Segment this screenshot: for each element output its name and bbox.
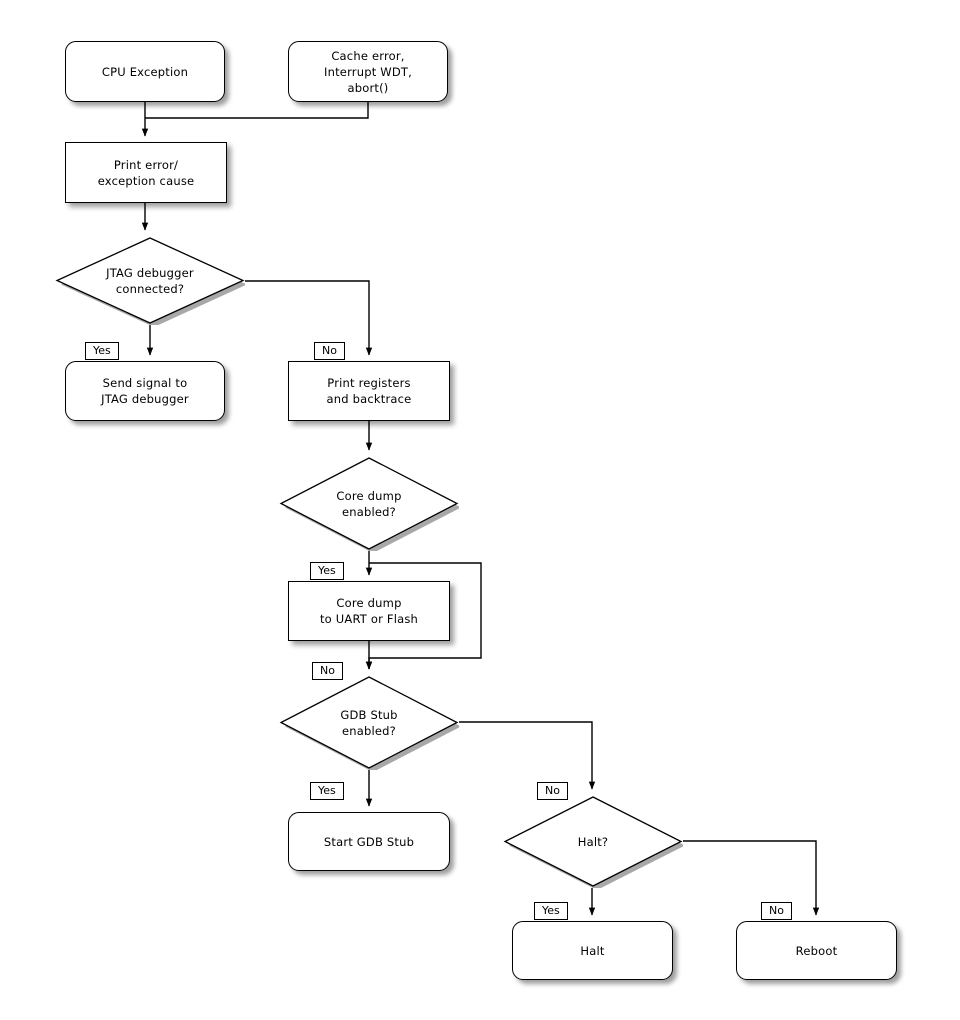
- node-label-coredump_en: Core dump enabled?: [336, 488, 402, 519]
- node-label-print_error: Print error/ exception cause: [97, 157, 195, 188]
- edge-label-coredump_no: No: [312, 662, 343, 680]
- node-halt[interactable]: Halt: [512, 921, 673, 980]
- node-label-halt_q: Halt?: [577, 834, 609, 849]
- edge-label-gdbstub_yes: Yes: [310, 782, 344, 800]
- node-gdbstub_en[interactable]: GDB Stub enabled?: [279, 675, 459, 770]
- node-coredump_en[interactable]: Core dump enabled?: [279, 456, 459, 551]
- node-label-halt: Halt: [580, 943, 605, 958]
- node-print_error[interactable]: Print error/ exception cause: [65, 142, 227, 203]
- node-start_gdbstub[interactable]: Start GDB Stub: [288, 812, 450, 871]
- node-label-reboot: Reboot: [795, 943, 838, 958]
- edge-group: [141, 102, 820, 916]
- node-label-core_dump: Core dump to UART or Flash: [319, 596, 419, 626]
- node-label-send_signal: Send signal to JTAG debugger: [101, 376, 189, 406]
- edge-e-jtag-no: [245, 280, 373, 356]
- diamond-shape-gdbstub_en: [279, 676, 459, 770]
- edge-e-gdbstubq-no: [459, 721, 596, 790]
- node-label-cache_error: Cache error, Interrupt WDT, abort(): [324, 48, 412, 95]
- node-label-jtag_connected: JTAG debugger connected?: [106, 265, 194, 296]
- diamond-shape-coredump_en: [279, 457, 459, 551]
- node-label-start_gdbstub: Start GDB Stub: [323, 834, 415, 849]
- edge-label-coredump_yes: Yes: [310, 562, 344, 580]
- edge-label-gdbstub_no: No: [537, 782, 568, 800]
- node-label-print_regs: Print registers and backtrace: [326, 376, 412, 406]
- edge-label-halt_yes: Yes: [534, 902, 568, 920]
- edge-label-jtag_no: No: [314, 342, 345, 360]
- node-label-gdbstub_en: GDB Stub enabled?: [340, 707, 398, 738]
- node-jtag_connected[interactable]: JTAG debugger connected?: [55, 236, 245, 325]
- node-label-cpu_exception: CPU Exception: [101, 64, 189, 79]
- node-halt_q[interactable]: Halt?: [503, 795, 683, 888]
- diamond-shape-jtag_connected: [55, 237, 245, 325]
- edge-e-haltq-no: [683, 840, 820, 916]
- node-core_dump[interactable]: Core dump to UART or Flash: [288, 581, 450, 641]
- node-send_signal[interactable]: Send signal to JTAG debugger: [65, 361, 225, 421]
- node-print_regs[interactable]: Print registers and backtrace: [288, 361, 450, 421]
- edge-label-jtag_yes: Yes: [85, 342, 119, 360]
- node-cpu_exception[interactable]: CPU Exception: [65, 41, 225, 102]
- diamond-shape-halt_q: [503, 796, 683, 888]
- node-cache_error[interactable]: Cache error, Interrupt WDT, abort(): [288, 41, 448, 102]
- edge-label-halt_no: No: [761, 902, 792, 920]
- node-reboot[interactable]: Reboot: [736, 921, 897, 980]
- edge-e-cache-merge: [145, 102, 369, 119]
